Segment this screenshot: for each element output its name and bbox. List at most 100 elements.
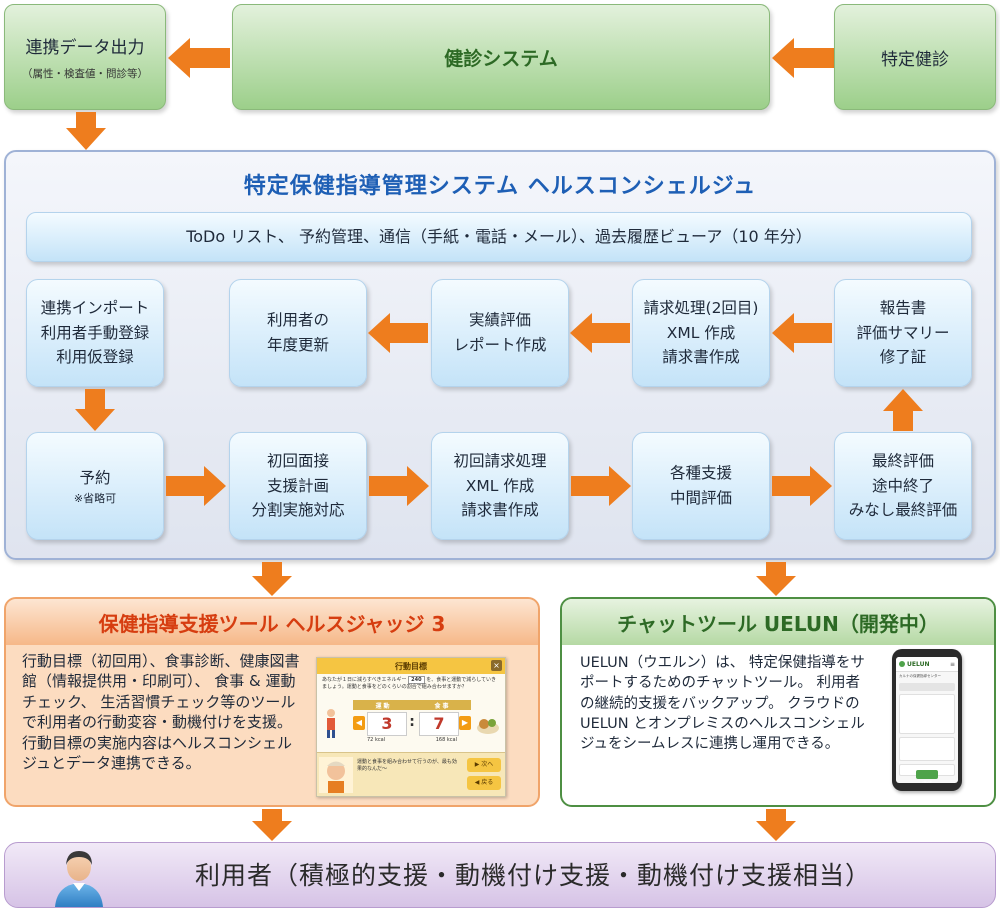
kenshin-system-title: 健診システム xyxy=(444,47,558,70)
user-bar: 利用者（積極的支援・動機付け支援・動機付け支援相当） xyxy=(4,842,996,908)
import-line-1: 連携インポート xyxy=(40,298,150,317)
arrow-left-row1-a xyxy=(368,313,428,353)
shot-kcal-unit-1: kcal xyxy=(374,737,386,743)
shot-colon: : xyxy=(409,714,415,730)
support-box: 各種支援 中間評価 xyxy=(632,432,770,540)
user-avatar-icon xyxy=(49,845,109,907)
annual-update-line-2: 年度更新 xyxy=(266,336,329,354)
shot-energy-value: 240 xyxy=(408,676,425,684)
arrow-down-health-judge xyxy=(252,562,292,596)
chevron-right-icon: ▶ xyxy=(474,761,480,768)
phone-screen: UELUN ≡ カルナの保健指導センター 送信 xyxy=(896,657,958,783)
annual-update-box: 利用者の 年度更新 xyxy=(229,279,367,387)
export-subtitle: （属性・検査値・問診等） xyxy=(22,68,148,80)
reservation-note: ※省略可 xyxy=(73,491,117,505)
shot-label-meal: 食 事 xyxy=(434,702,449,710)
arrow-down-export xyxy=(66,112,106,150)
phone-brand: UELUN xyxy=(907,660,930,668)
phone-chat-bubble-3 xyxy=(899,737,955,761)
arrow-left-row1-b xyxy=(570,313,630,353)
uelun-logo-icon xyxy=(899,661,905,667)
certificate-line-3: 修了証 xyxy=(879,348,927,367)
shot-prev-button[interactable]: ◀ xyxy=(353,716,365,730)
first-interview-box: 初回面接 支援計画 分割実施対応 xyxy=(229,432,367,540)
import-box: 連携インポート 利用者手動登録 利用仮登録 xyxy=(26,279,164,387)
first-billing-line-1: 初回請求処理 xyxy=(453,451,547,470)
shot-kcal-exercise-value: 72 xyxy=(367,737,374,743)
shot-exercise-value-box: 3 xyxy=(367,712,407,736)
shot-question-b: を、食事と運動で減らしていきましょう。運動と食事をどのくらいの割合で組み合わせま… xyxy=(322,677,497,690)
final-eval-line-2: 途中終了 xyxy=(871,476,934,495)
first-billing-box: 初回請求処理 XML 作成 請求書作成 xyxy=(431,432,569,540)
tokutei-kenshin-box: 特定健診 xyxy=(834,4,996,110)
shot-kcal-row: 72 kcal 168 kcal xyxy=(367,737,457,743)
shot-kcal-exercise: 72 kcal xyxy=(367,737,385,743)
arrow-left-row1-c xyxy=(772,313,832,353)
support-line-2: 中間評価 xyxy=(669,489,732,507)
shot-footer: 運動と食事を組み合わせて行うのが、最も効果的なんだ～ ▶ 次へ ◀ 戻る xyxy=(317,752,505,796)
arrow-right-row2-c xyxy=(571,466,631,506)
billing-2nd-line-3: 請求書作成 xyxy=(662,348,740,367)
uelun-panel: チャットツール UELUN（開発中） UELUN（ウエルン）は、 特定保健指導を… xyxy=(560,597,996,807)
shot-next-button[interactable]: ▶ 次へ xyxy=(467,758,501,772)
shot-next-arrow-button[interactable]: ▶ xyxy=(459,716,471,730)
first-billing-line-2: XML 作成 xyxy=(465,476,535,495)
certificate-box: 報告書 評価サマリー 修了証 xyxy=(834,279,972,387)
health-judge-panel: 保健指導支援ツール ヘルスジャッジ 3 行動目標（初回用）、食事診断、健康図書館… xyxy=(4,597,540,807)
close-icon[interactable]: × xyxy=(491,660,502,671)
uelun-body: UELUN（ウエルン）は、 特定保健指導をサポートするためのチャットツール。 利… xyxy=(580,655,865,753)
shot-back-button[interactable]: ◀ 戻る xyxy=(467,776,501,790)
chevron-left-icon: ◀ xyxy=(474,779,480,786)
shot-meal-value: 7 xyxy=(433,714,445,733)
arrow-up-final xyxy=(883,389,923,431)
certificate-line-1: 報告書 xyxy=(879,298,927,317)
shot-header-title: 行動目標 xyxy=(395,661,427,671)
todo-text: ToDo リスト、 予約管理、通信（手紙・電話・メール）、過去履歴ビューア（10… xyxy=(186,227,812,247)
shot-question: あなたが１日に減らすべきエネルギー 240 を、食事と運動で減らしていきましょう… xyxy=(317,674,505,694)
shot-kcal-meal-value: 168 xyxy=(435,737,446,743)
tokutei-kenshin-title: 特定健診 xyxy=(881,49,949,70)
first-interview-line-2: 支援計画 xyxy=(266,476,329,495)
shot-tip: 運動と食事を組み合わせて行うのが、最も効果的なんだ～ xyxy=(357,759,457,772)
import-line-2: 利用者手動登録 xyxy=(40,323,150,342)
kenshin-system-box: 健診システム xyxy=(232,4,770,110)
export-box: 連携データ出力 （属性・検査値・問診等） xyxy=(4,4,166,110)
phone-send-label: 送信 xyxy=(922,781,932,783)
shot-next-label: 次へ xyxy=(481,761,494,768)
shot-label-exercise: 運 動 xyxy=(375,702,390,710)
arrow-right-row2-a xyxy=(166,466,226,506)
uelun-header: チャットツール UELUN（開発中） xyxy=(562,599,994,645)
billing-2nd-box: 請求処理(2回目) XML 作成 請求書作成 xyxy=(632,279,770,387)
shot-kcal-meal: 168 kcal xyxy=(436,737,457,743)
shot-header: 行動目標 × xyxy=(317,658,505,674)
billing-2nd-line-2: XML 作成 xyxy=(666,323,736,342)
person-icon xyxy=(323,708,339,738)
report-line-2: レポート作成 xyxy=(453,336,547,354)
shot-question-a: あなたが１日に減らすべきエネルギー xyxy=(322,677,407,683)
phone-chat-bubble-2 xyxy=(899,694,955,734)
export-title: 連携データ出力 xyxy=(25,38,145,58)
arrow-down-user-right xyxy=(756,809,796,841)
menu-icon[interactable]: ≡ xyxy=(949,660,955,668)
shot-back-label: 戻る xyxy=(481,779,494,786)
reservation-label: 予約 xyxy=(79,468,111,487)
main-title: 特定保健指導管理システム ヘルスコンシェルジュ xyxy=(243,174,757,199)
first-interview-line-1: 初回面接 xyxy=(266,451,329,470)
import-line-3: 利用仮登録 xyxy=(56,348,134,367)
phone-org: カルナの保健指導センター xyxy=(899,674,941,678)
report-box: 実績評価 レポート作成 xyxy=(431,279,569,387)
phone-chat-bubble-1 xyxy=(899,683,955,691)
phone-send-button[interactable]: 送信 xyxy=(916,770,938,783)
food-icon xyxy=(475,710,501,736)
first-billing-line-3: 請求書作成 xyxy=(461,501,539,520)
health-judge-title: 保健指導支援ツール ヘルスジャッジ 3 xyxy=(98,611,446,636)
shot-exercise-value: 3 xyxy=(381,714,393,733)
health-judge-screenshot: 行動目標 × あなたが１日に減らすべきエネルギー 240 を、食事と運動で減らし… xyxy=(316,657,506,797)
arrow-down-uelun xyxy=(756,562,796,596)
health-judge-body: 行動目標（初回用）、食事診断、健康図書館（情報提供用・印刷可）、 食事 & 運動… xyxy=(22,652,300,772)
user-bar-text: 利用者（積極的支援・動機付け支援・動機付け支援相当） xyxy=(195,861,872,890)
phone-mock: UELUN ≡ カルナの保健指導センター 送信 xyxy=(892,649,962,791)
uelun-title: チャットツール UELUN（開発中） xyxy=(617,611,939,636)
final-eval-line-1: 最終評価 xyxy=(871,451,934,470)
arrow-right-row2-d xyxy=(772,466,832,506)
